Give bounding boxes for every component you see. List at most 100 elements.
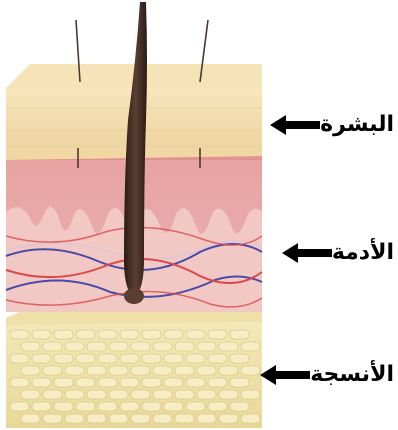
fat-cell [87, 342, 106, 351]
fat-cell [65, 366, 84, 375]
fat-cell [32, 330, 51, 339]
fat-cell [76, 330, 95, 339]
fat-cell [164, 378, 183, 387]
fat-cell [219, 366, 238, 375]
label-epidermis: البشرة [270, 112, 394, 137]
fat-cell [230, 330, 249, 339]
fat-cell [208, 354, 227, 363]
fat-cell [208, 378, 227, 387]
fat-cell [76, 378, 95, 387]
fat-cell [186, 378, 205, 387]
fat-cell [142, 378, 161, 387]
fat-cell [10, 330, 29, 339]
fat-cell [10, 354, 29, 363]
hair-bulb [124, 288, 144, 304]
arrow-left-icon [270, 115, 320, 135]
fat-cell [230, 402, 249, 411]
fat-cell [43, 366, 62, 375]
fat-cell [208, 402, 227, 411]
fat-cell [175, 414, 194, 423]
arrow-left-icon [260, 365, 310, 385]
fat-cell [109, 366, 128, 375]
fat-cell [186, 354, 205, 363]
fat-cell [219, 390, 238, 399]
fat-cell [76, 354, 95, 363]
fat-cell [76, 402, 95, 411]
subcutaneous-layer [6, 312, 262, 428]
fat-cell [197, 390, 216, 399]
fat-cell [98, 330, 117, 339]
fat-cell [54, 330, 73, 339]
fat-cell [32, 354, 51, 363]
fat-cell [120, 330, 139, 339]
fat-cell [87, 366, 106, 375]
fat-cell [120, 354, 139, 363]
fat-cell [65, 390, 84, 399]
fat-cell [197, 342, 216, 351]
fat-cell [109, 390, 128, 399]
label-dermis: الأدمة [282, 240, 394, 265]
fat-cell [230, 354, 249, 363]
fat-cell [175, 390, 194, 399]
fat-cell [10, 402, 29, 411]
label-dermis-text: الأدمة [332, 240, 394, 265]
fat-cell [120, 402, 139, 411]
fat-cell [43, 390, 62, 399]
fat-cell [43, 342, 62, 351]
fat-cell [131, 342, 150, 351]
fat-cell [131, 414, 150, 423]
fat-cell [98, 402, 117, 411]
fat-cell [153, 414, 172, 423]
fat-cell [197, 414, 216, 423]
fat-cell [32, 402, 51, 411]
fat-cell [10, 378, 29, 387]
fat-cell [153, 390, 172, 399]
fat-cell [186, 402, 205, 411]
fat-cell [32, 378, 51, 387]
fat-cell [131, 390, 150, 399]
fat-cell [131, 366, 150, 375]
fat-cell [164, 354, 183, 363]
fat-cell [65, 342, 84, 351]
fat-cell [164, 330, 183, 339]
label-subcutaneous: الأنسجة [260, 362, 394, 387]
fat-cell [65, 414, 84, 423]
fat-cell [241, 342, 260, 351]
fat-cell [241, 390, 260, 399]
fat-cell [43, 414, 62, 423]
fat-cell [153, 366, 172, 375]
fat-cell [54, 402, 73, 411]
fat-cell [197, 366, 216, 375]
fat-cell [164, 402, 183, 411]
fat-cell [21, 366, 40, 375]
fat-cell [186, 330, 205, 339]
fat-cell [142, 330, 161, 339]
fat-cell [241, 366, 260, 375]
fat-cell [230, 378, 249, 387]
fat-cell [21, 390, 40, 399]
fat-cell [153, 342, 172, 351]
fat-cell [120, 378, 139, 387]
fat-cell [98, 354, 117, 363]
fat-cell [87, 414, 106, 423]
fat-cell [21, 342, 40, 351]
label-epidermis-text: البشرة [320, 112, 394, 137]
fat-cell [219, 414, 238, 423]
fat-cell [175, 342, 194, 351]
fat-cell [54, 378, 73, 387]
main-hair [124, 2, 147, 298]
arrow-left-icon [282, 243, 332, 263]
fat-cell [241, 414, 260, 423]
fat-cell [21, 414, 40, 423]
fat-cell [219, 342, 238, 351]
fat-cell [142, 354, 161, 363]
fat-cell [54, 354, 73, 363]
fat-cell [175, 366, 194, 375]
fat-cell [87, 390, 106, 399]
fat-cell [109, 342, 128, 351]
label-subcutaneous-text: الأنسجة [310, 362, 394, 387]
fat-cell [98, 378, 117, 387]
fat-cell [109, 414, 128, 423]
fat-cell [208, 330, 227, 339]
fat-cell [142, 402, 161, 411]
